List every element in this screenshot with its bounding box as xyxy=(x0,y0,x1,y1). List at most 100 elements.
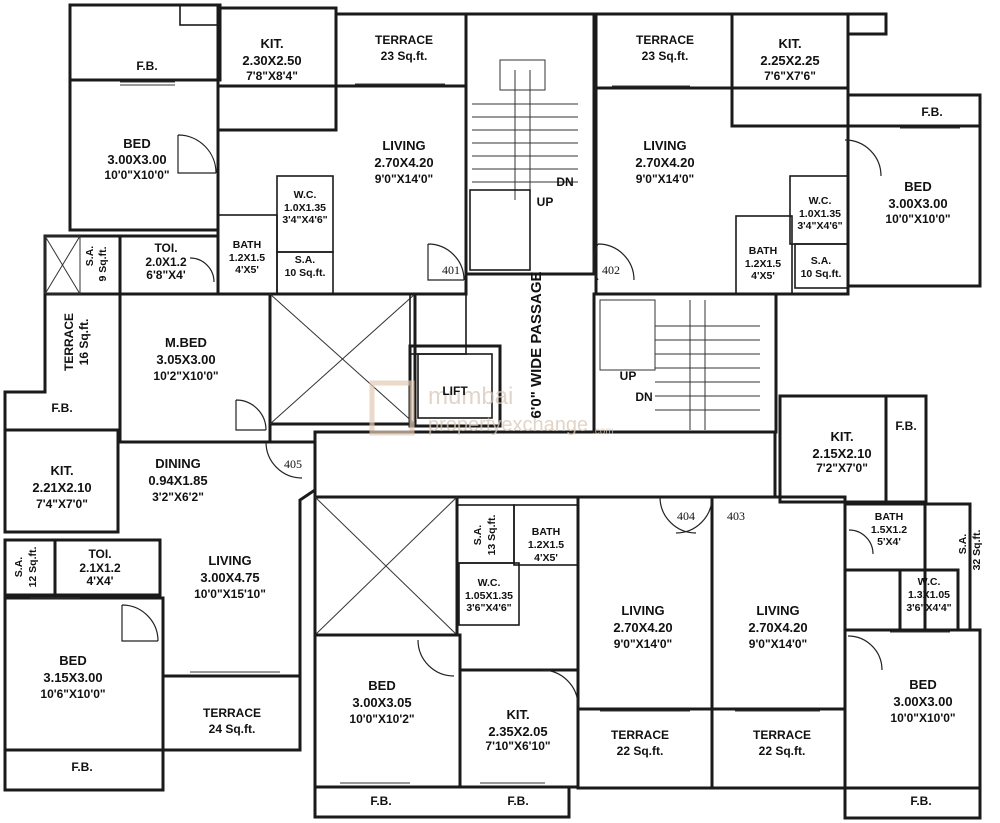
sa-left-area: 9 Sq.ft. xyxy=(97,246,109,281)
bed-d-imp: 10'0"X10'0" xyxy=(890,711,955,725)
living-a-dim: 2.70X4.20 xyxy=(374,155,433,170)
core-labels: 6'0" WIDE PASSAGE LIFT UP DN UP DN xyxy=(442,175,652,419)
sa-d-name: S.A. xyxy=(957,534,969,555)
terrace-e-area: 22 Sq.ft. xyxy=(617,744,664,758)
mbed-imp: 10'2"X10'0" xyxy=(153,369,218,383)
bed-c-dim: 3.00X3.00 xyxy=(888,196,947,211)
bath-c-dim: 1.2X1.5 xyxy=(745,258,781,270)
terrace-a-name: TERRACE xyxy=(375,33,433,47)
bath-a-name: BATH xyxy=(233,239,261,251)
toi-a-dim: 2.0X1.2 xyxy=(145,255,187,269)
kit-e-dim: 2.35X2.05 xyxy=(488,724,547,739)
wc-e-name: W.C. xyxy=(478,577,501,589)
living-c-imp: 9'0"X14'0" xyxy=(636,172,694,186)
sa-b-name: S.A. xyxy=(13,557,25,578)
living-d-dim: 2.70X4.20 xyxy=(748,620,807,635)
bed-d-name: BED xyxy=(909,677,936,692)
bath-e-dim: 1.2X1.5 xyxy=(528,539,564,551)
terrace-d-area: 22 Sq.ft. xyxy=(759,744,806,758)
kit-d-dim: 2.15X2.10 xyxy=(812,446,871,461)
living-b-dim: 3.00X4.75 xyxy=(200,570,259,585)
stair-up-1: UP xyxy=(537,195,554,209)
bath-c-name: BATH xyxy=(749,245,777,257)
dining-dim: 0.94X1.85 xyxy=(148,473,207,488)
kit-b-name: KIT. xyxy=(50,463,73,478)
living-d-name: LIVING xyxy=(756,603,799,618)
fb-left: F.B. xyxy=(51,401,72,415)
kit-b-imp: 7'4"X7'0" xyxy=(36,497,88,511)
fb-b: F.B. xyxy=(71,760,92,774)
mbed-name: M.BED xyxy=(165,335,207,350)
terrace-b-name: TERRACE xyxy=(203,706,261,720)
toi-a-name: TOI. xyxy=(154,241,177,255)
fb-e1: F.B. xyxy=(370,794,391,808)
wc-c-name: W.C. xyxy=(809,195,832,207)
wc-a-imp: 3'4"X4'6" xyxy=(282,214,327,226)
fb-d: F.B. xyxy=(895,419,916,433)
bath-e-imp: 4'X5' xyxy=(534,552,558,564)
terrace-e-name: TERRACE xyxy=(611,728,669,742)
bath-e-name: BATH xyxy=(532,526,560,538)
walls xyxy=(3,3,982,820)
terrace-c-name: TERRACE xyxy=(636,33,694,47)
wc-d-dim: 1.3X1.05 xyxy=(908,589,950,601)
kit-a-imp: 7'8"X8'4" xyxy=(246,69,298,83)
wc-a-name: W.C. xyxy=(294,189,317,201)
living-c-name: LIVING xyxy=(643,138,686,153)
bed-c-name: BED xyxy=(904,179,931,194)
kit-d-name: KIT. xyxy=(830,429,853,444)
fb-a: F.B. xyxy=(136,59,157,73)
bed-b-imp: 10'6"X10'0" xyxy=(40,687,105,701)
toi-a-imp: 6'8"X4' xyxy=(146,268,186,282)
bed-e-name: BED xyxy=(368,678,395,693)
stair-up-2: UP xyxy=(620,369,637,383)
bed-a-imp: 10'0"X10'0" xyxy=(104,168,169,182)
toi-b-imp: 4'X4' xyxy=(86,574,113,588)
bed-e-imp: 10'0"X10'2" xyxy=(349,712,414,726)
living-c-dim: 2.70X4.20 xyxy=(635,155,694,170)
lift-label: LIFT xyxy=(442,384,468,398)
flat-402: 402 xyxy=(602,263,620,277)
bed-a-dim: 3.00X3.00 xyxy=(107,152,166,167)
kit-e-imp: 7'10"X6'10" xyxy=(485,739,550,753)
bed-a-name: BED xyxy=(123,136,150,151)
wc-e-imp: 3'6"X4'6" xyxy=(466,602,511,614)
wc-d-imp: 3'6"X4'4" xyxy=(906,602,951,614)
fb-c: F.B. xyxy=(921,105,942,119)
living-e-name: LIVING xyxy=(621,603,664,618)
bed-c-imp: 10'0"X10'0" xyxy=(885,212,950,226)
sa-e-name: S.A. xyxy=(472,525,484,546)
watermark-suffix: .com xyxy=(592,426,614,437)
terrace-left-name: TERRACE xyxy=(62,313,76,371)
living-b-name: LIVING xyxy=(208,553,251,568)
bath-d-imp: 5'X4' xyxy=(877,536,901,548)
toi-b-name: TOI. xyxy=(88,547,111,561)
flat-numbers: 401 402 403 404 405 xyxy=(284,263,745,523)
living-b-imp: 10'0"X15'10" xyxy=(194,587,266,601)
room-labels: KIT. 2.30X2.50 7'8"X8'4" TERRACE 23 Sq.f… xyxy=(13,33,983,808)
wc-c-imp: 3'4"X4'6" xyxy=(797,220,842,232)
living-e-dim: 2.70X4.20 xyxy=(613,620,672,635)
watermark-line2: propertyexchange xyxy=(428,414,588,436)
kit-c-name: KIT. xyxy=(778,36,801,51)
wc-e-dim: 1.05X1.35 xyxy=(465,590,513,602)
passage-label: 6'0" WIDE PASSAGE xyxy=(528,271,545,418)
kit-c-imp: 7'6"X7'6" xyxy=(764,69,816,83)
terrace-c-area: 23 Sq.ft. xyxy=(642,49,689,63)
living-e-imp: 9'0"X14'0" xyxy=(614,637,672,651)
fb-d2: F.B. xyxy=(910,794,931,808)
living-d-imp: 9'0"X14'0" xyxy=(749,637,807,651)
sa-a-area: 10 Sq.ft. xyxy=(285,267,326,279)
stair-dn-1: DN xyxy=(556,175,573,189)
kit-e-name: KIT. xyxy=(506,707,529,722)
terrace-a-area: 23 Sq.ft. xyxy=(381,49,428,63)
terrace-d-name: TERRACE xyxy=(753,728,811,742)
wc-a-dim: 1.0X1.35 xyxy=(284,202,326,214)
kit-b-dim: 2.21X2.10 xyxy=(32,480,91,495)
terrace-b-area: 24 Sq.ft. xyxy=(209,722,256,736)
fb-e2: F.B. xyxy=(507,794,528,808)
sa-left-name: S.A. xyxy=(84,246,96,267)
dining-imp: 3'2"X6'2" xyxy=(152,490,204,504)
sa-a-name: S.A. xyxy=(295,254,316,266)
